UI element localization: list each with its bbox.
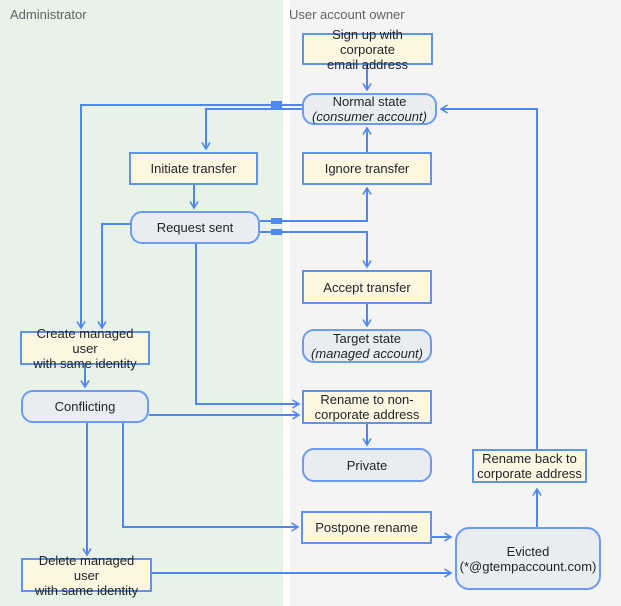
line-jump-marker <box>271 218 282 224</box>
node-evicted: Evicted (*@gtempaccount.com) <box>455 527 601 590</box>
node-conflicting: Conflicting <box>21 390 149 423</box>
node-rename-back-label: Rename back to <box>482 451 577 466</box>
node-rename-non-label: Rename to non- <box>320 392 414 407</box>
edge-normal-to-initiate <box>201 108 302 151</box>
node-evicted-label: Evicted <box>506 543 550 559</box>
node-rename-non-label2: corporate address <box>314 407 420 422</box>
node-rename-non-corporate: Rename to non- corporate address <box>302 390 432 424</box>
edge-request-to-create <box>97 223 130 330</box>
node-initiate-label: Initiate transfer <box>150 161 237 176</box>
node-request-sent: Request sent <box>130 211 260 244</box>
node-create-managed-user: Create managed user with same identity <box>20 326 150 371</box>
node-initiate-transfer: Initiate transfer <box>129 152 258 185</box>
node-create-label: Create managed user <box>36 325 134 356</box>
node-accept-label: Accept transfer <box>323 279 411 295</box>
edge-normal-to-create <box>76 104 302 330</box>
node-create-label2: with same identity <box>33 355 137 371</box>
node-ignore-label: Ignore transfer <box>324 161 410 176</box>
node-postpone-rename: Postpone rename <box>301 511 432 544</box>
node-conflicting-label: Conflicting <box>54 399 116 414</box>
line-jump-marker <box>271 229 282 235</box>
edge-request-to-accept <box>260 231 372 269</box>
edge-rename-back-to-normal <box>439 104 538 449</box>
node-request-label: Request sent <box>156 220 234 235</box>
node-evicted-label2: (*@gtempaccount.com) <box>459 558 597 574</box>
edge-conflicting-to-postpone <box>122 423 300 532</box>
node-delete-managed-user: Delete managed user with same identity <box>21 553 152 598</box>
node-normal-state: Normal state (consumer account) <box>302 93 437 125</box>
lane-administrator <box>0 0 283 606</box>
node-normal-label2: (consumer account) <box>312 109 427 124</box>
node-postpone-label: Postpone rename <box>315 520 418 535</box>
node-signup-label2: email address <box>327 56 408 72</box>
node-delete-label2: with same identity <box>34 582 139 598</box>
node-signup-label: Sign up with corporate <box>332 26 403 57</box>
node-delete-label: Delete managed user <box>38 552 135 583</box>
edge-request-to-ignore <box>260 186 372 222</box>
lane-title-user-account-owner: User account owner <box>289 7 405 22</box>
node-ignore-transfer: Ignore transfer <box>302 152 432 185</box>
node-private-label: Private <box>346 457 388 473</box>
node-accept-transfer: Accept transfer <box>302 270 432 304</box>
node-normal-label: Normal state <box>332 94 407 109</box>
node-signup: Sign up with corporate email address <box>302 27 433 72</box>
lane-title-administrator: Administrator <box>10 7 87 22</box>
edge-request-to-rename-non <box>195 244 301 409</box>
node-target-label2: (managed account) <box>310 346 423 361</box>
node-target-label: Target state <box>333 331 401 346</box>
node-rename-back-label2: corporate address <box>477 466 582 481</box>
line-jump-marker <box>271 101 282 110</box>
node-private: Private <box>302 448 432 482</box>
node-rename-back-corporate: Rename back to corporate address <box>472 449 587 483</box>
node-target-state: Target state (managed account) <box>302 329 432 363</box>
